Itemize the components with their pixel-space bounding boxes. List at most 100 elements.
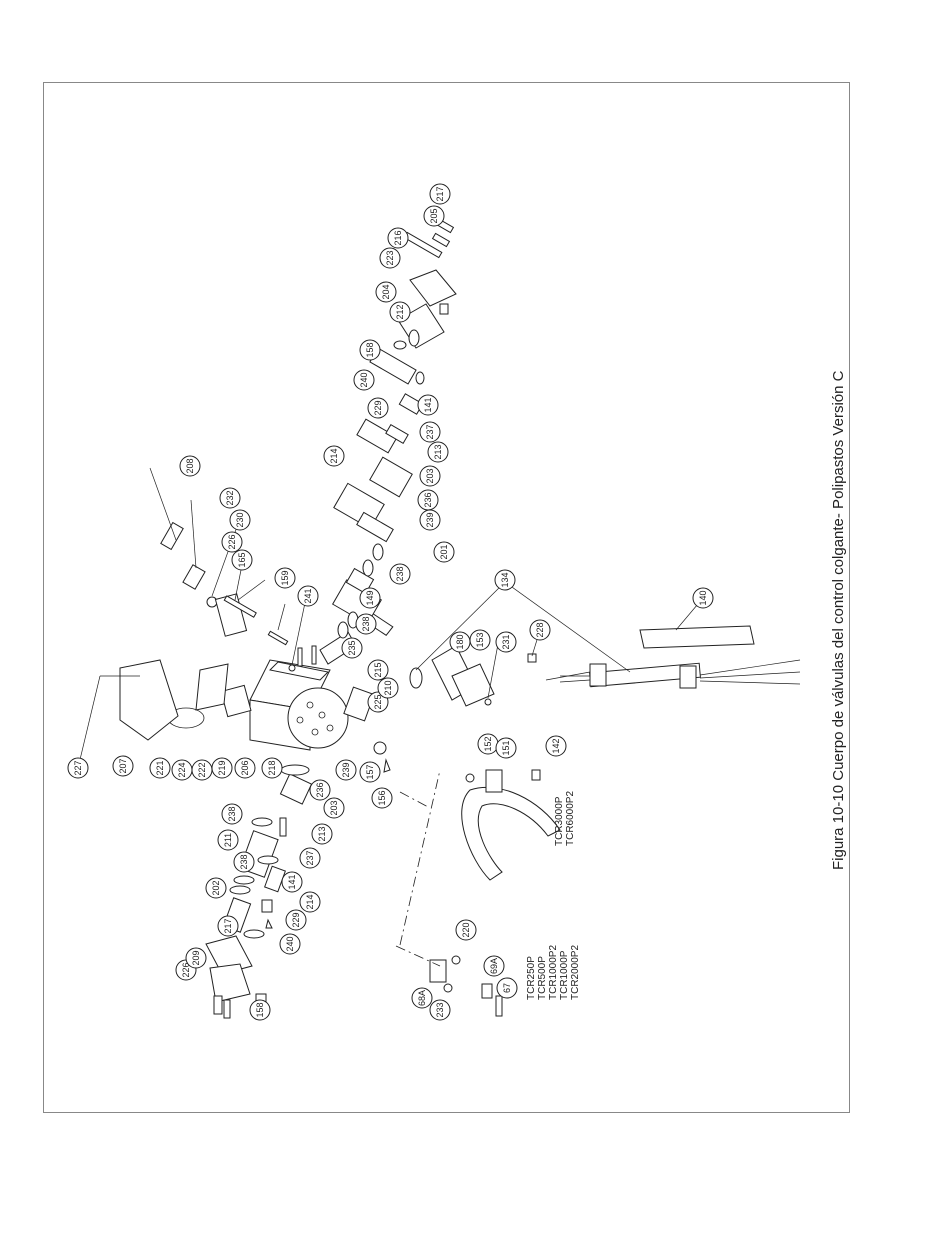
callout-number: 237 (305, 850, 315, 865)
callout-balloon (67, 757, 89, 779)
part-callout: 220 (455, 919, 477, 941)
model-label: TCR1000P (559, 950, 570, 1000)
callout-number: 134 (500, 572, 510, 587)
part-callout: 211 (217, 829, 239, 851)
callout-number: 216 (393, 230, 403, 245)
part-callout: 227 (67, 757, 89, 779)
part-callout: 239 (419, 509, 441, 531)
figure-title: Cuerpo de válvulas del control colgante-… (830, 370, 847, 781)
cable-assembly (409, 625, 801, 707)
callout-balloon (429, 999, 451, 1021)
callout-number: 210 (383, 680, 393, 695)
part-callout: 222 (191, 759, 213, 781)
callout-balloon (261, 757, 283, 779)
callout-balloon (323, 445, 345, 467)
part-callout: 140 (692, 587, 714, 609)
callout-number: 212 (395, 304, 405, 319)
part-callout: 238 (355, 613, 377, 635)
callout-number: 224 (177, 762, 187, 777)
callout-balloon (285, 909, 307, 931)
callout-balloon (323, 797, 345, 819)
part-callout: 208 (179, 455, 201, 477)
callout-balloon (299, 847, 321, 869)
upper-valve-stack (319, 218, 457, 665)
part-callout: 224 (171, 759, 193, 781)
callout-balloon (221, 531, 243, 553)
callout-balloon (335, 759, 357, 781)
callout-balloon (233, 851, 255, 873)
callout-number: 156 (377, 790, 387, 805)
callout-number: 238 (395, 566, 405, 581)
part-callout: 217 (429, 183, 451, 205)
figure-number: Figura 10-10 (830, 784, 847, 870)
part-callout: 201 (433, 541, 455, 563)
callout-balloon (367, 397, 389, 419)
callout-balloon (353, 369, 375, 391)
callout-balloon (249, 999, 271, 1021)
callout-number: 157 (365, 764, 375, 779)
callout-balloon (449, 631, 471, 653)
callout-balloon (359, 339, 381, 361)
part-callout: 151 (495, 737, 517, 759)
part-callout: 149 (359, 587, 381, 609)
callout-number: 218 (267, 760, 277, 775)
callout-balloon (281, 871, 303, 893)
callout-number: 217 (435, 186, 445, 201)
part-callout: 202 (205, 877, 227, 899)
callout-number: 230 (235, 512, 245, 527)
part-callout: 233 (429, 999, 451, 1021)
callout-number: 205 (429, 208, 439, 223)
callout-number: 222 (197, 762, 207, 777)
callout-number: 221 (155, 760, 165, 775)
callout-number: 180 (455, 634, 465, 649)
callout-number: 214 (305, 894, 315, 909)
callout-number: 204 (381, 284, 391, 299)
part-callout: 218 (261, 757, 283, 779)
part-callout: 219 (211, 757, 233, 779)
callout-number: 226 (181, 962, 191, 977)
part-callout: 215 (367, 659, 389, 681)
callout-balloon (355, 613, 377, 635)
callout-balloon (389, 563, 411, 585)
callout-balloon (429, 183, 451, 205)
callout-number: 152 (483, 736, 493, 751)
callout-number: 158 (255, 1002, 265, 1017)
callout-balloon (411, 987, 433, 1009)
part-callout: 212 (389, 301, 411, 323)
callout-balloon (375, 281, 397, 303)
callout-balloon (545, 735, 567, 757)
part-callout: 158 (359, 339, 381, 361)
model-label: TCR2000P2 (570, 945, 581, 1000)
model-label: TCR3000P (554, 796, 565, 846)
part-callout: 207 (112, 755, 134, 777)
part-callout: 209 (185, 947, 207, 969)
callout-number: 225 (373, 694, 383, 709)
part-callout: 239 (335, 759, 357, 781)
callout-balloon (211, 757, 233, 779)
part-callout: 230 (229, 509, 251, 531)
callout-balloon (309, 779, 331, 801)
callout-number: 213 (317, 826, 327, 841)
part-callout: 213 (311, 823, 333, 845)
callout-number: 215 (373, 662, 383, 677)
callout-number: 229 (291, 912, 301, 927)
callout-number: 239 (341, 762, 351, 777)
callout-number: 237 (425, 424, 435, 439)
part-callout: 68A (411, 987, 433, 1009)
model-label-group-a: TCR3000P TCR6000P2 (554, 791, 576, 846)
callout-number: 209 (191, 950, 201, 965)
callout-balloon (221, 803, 243, 825)
part-callout: 69A (483, 955, 505, 977)
callout-number: 220 (461, 922, 471, 937)
callout-number: 238 (361, 616, 371, 631)
callout-balloon (112, 755, 134, 777)
part-callout: 237 (299, 847, 321, 869)
model-label: TCR500P (537, 956, 548, 1000)
callout-number: 68A (417, 990, 427, 1006)
callout-balloon (389, 301, 411, 323)
part-callout: 237 (419, 421, 441, 443)
callout-balloon (367, 659, 389, 681)
callout-number: 241 (303, 588, 313, 603)
